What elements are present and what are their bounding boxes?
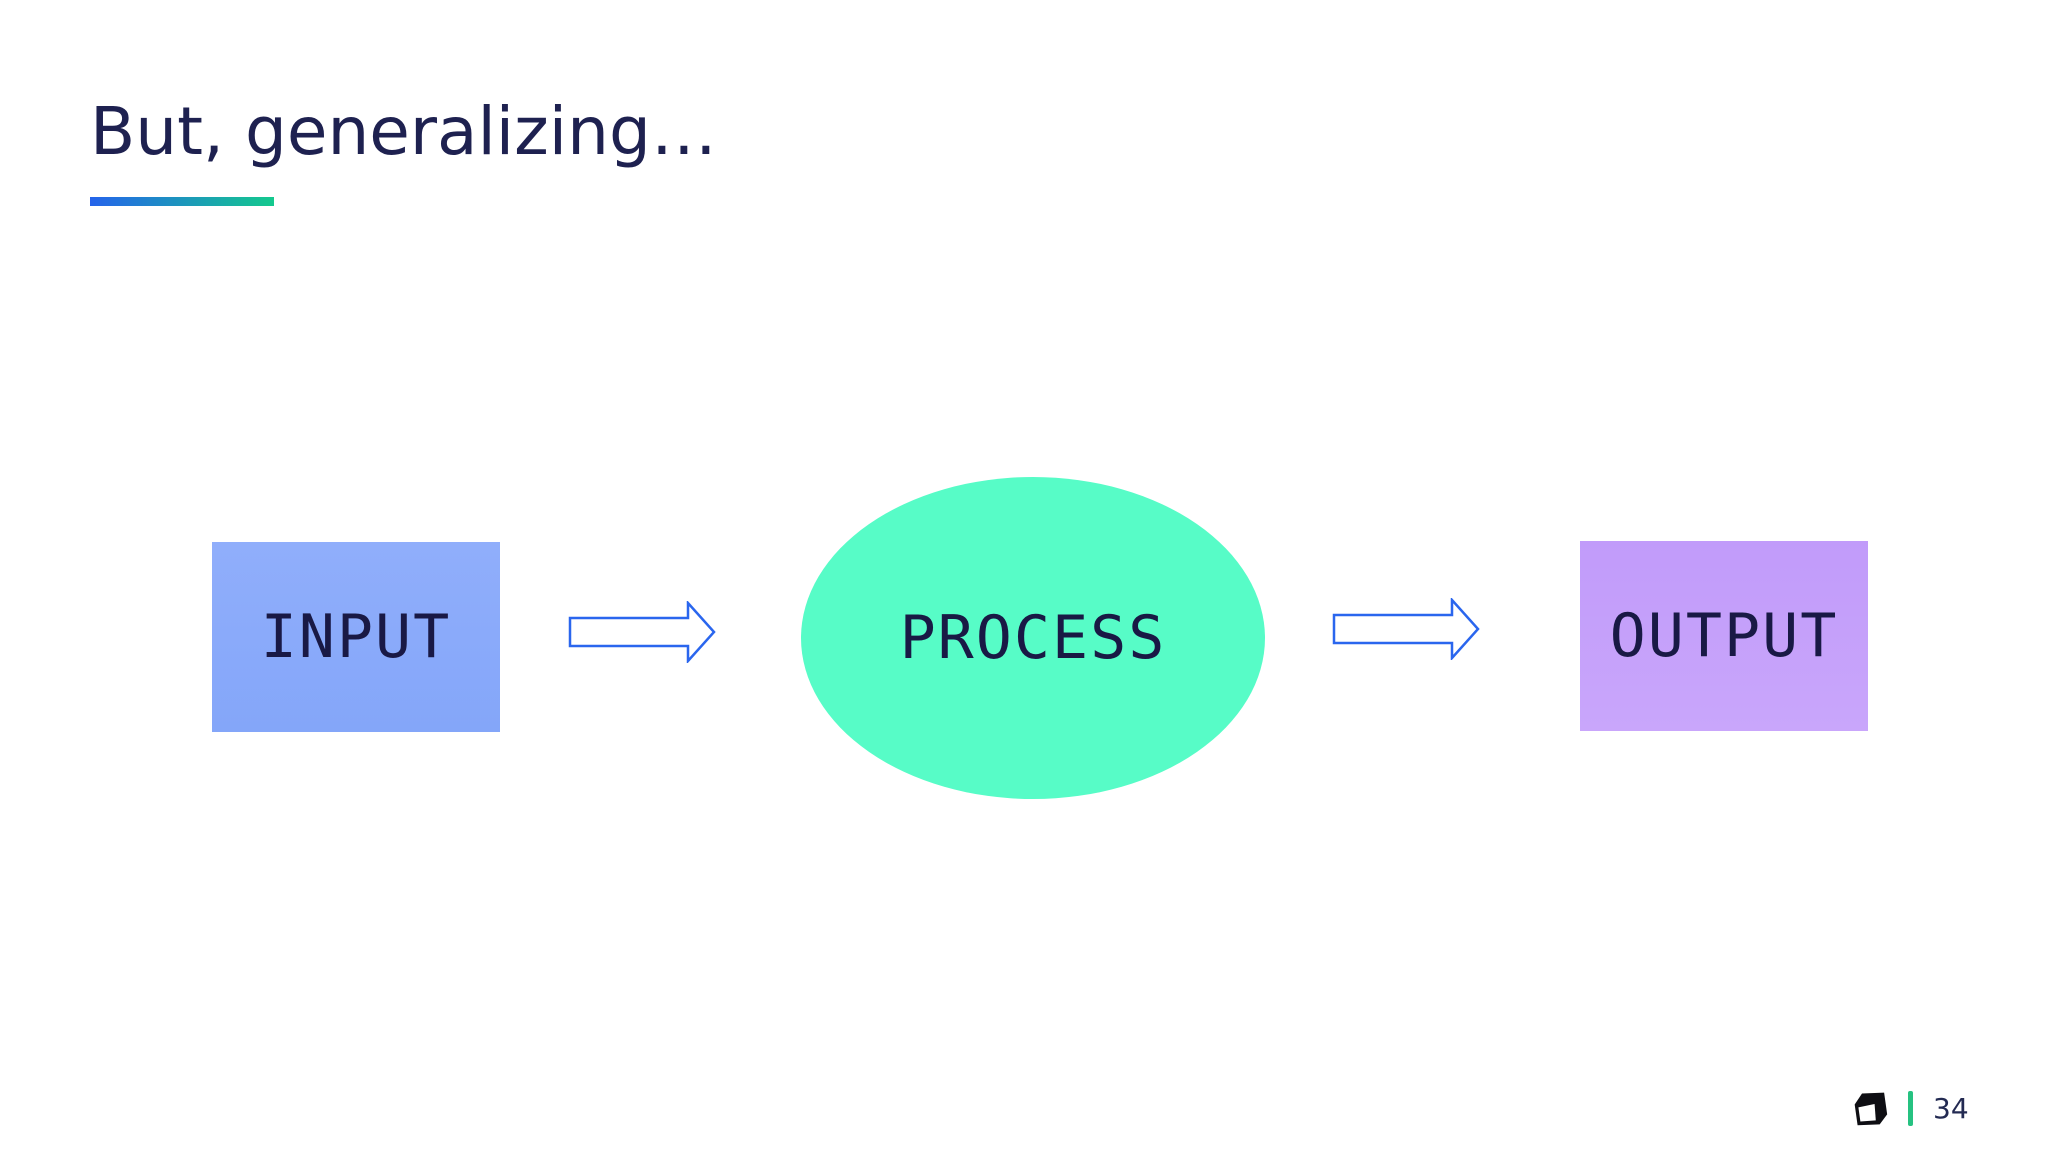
cube-3d-icon [1854,1092,1888,1126]
block-arrow-right-icon [1332,598,1480,660]
page-number: 34 [1933,1092,1969,1125]
block-arrow-right-icon [568,601,716,663]
footer-divider [1908,1091,1913,1126]
node-process: PROCESS [801,477,1265,799]
node-input: INPUT [212,542,500,732]
node-output: OUTPUT [1580,541,1868,731]
title-underline [90,197,274,206]
slide-title: But, generalizing… [90,93,717,170]
node-output-label: OUTPUT [1609,601,1839,671]
node-process-label: PROCESS [899,603,1167,673]
node-input-label: INPUT [260,602,452,672]
